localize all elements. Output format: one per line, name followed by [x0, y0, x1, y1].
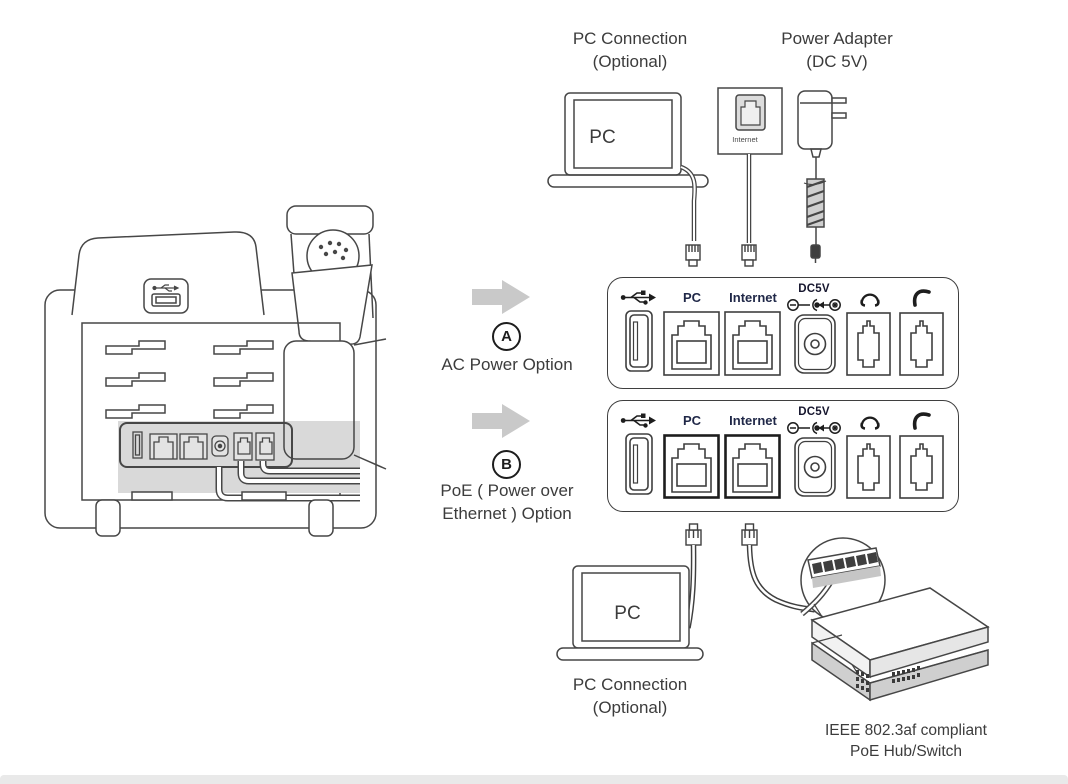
top-pc-connection-line2: (Optional) — [592, 52, 668, 71]
gray-right-arrow-b — [472, 404, 530, 438]
bottom-pc-connection-caption: PC Connection (Optional) — [540, 673, 720, 719]
rj45-plug-internet-cable — [741, 244, 757, 267]
poe-switch-caption-line1: IEEE 802.3af compliant — [825, 722, 987, 739]
dc-polarity-icon — [787, 298, 841, 312]
option-b-label-line1: PoE ( Power over — [440, 481, 574, 500]
port-label-dc5v: DC5V — [798, 406, 830, 418]
rj-port-handset — [899, 435, 944, 499]
option-a-label: AC Power Option — [441, 355, 573, 374]
port-label-pc: PC — [682, 290, 702, 305]
power-adapter-line2: (DC 5V) — [806, 52, 868, 71]
dc-polarity-icon — [787, 421, 841, 435]
rj45-port-internet-highlighted — [724, 434, 781, 499]
rj45-port-internet — [724, 311, 781, 376]
handset-icon — [912, 412, 931, 430]
usb-port — [625, 310, 653, 372]
top-pc-connection-caption: PC Connection (Optional) — [540, 27, 720, 73]
rj-port-headset — [846, 312, 891, 376]
top-laptop-screen-label: PC — [589, 127, 616, 148]
option-a-badge: A — [492, 322, 521, 351]
wall-plate-illustration — [717, 87, 783, 243]
option-a-letter: A — [501, 328, 512, 345]
power-adapter-caption: Power Adapter (DC 5V) — [752, 27, 922, 73]
option-b-label-line2: Ethernet ) Option — [442, 504, 572, 523]
option-b-badge: B — [492, 450, 521, 479]
dc-power-jack — [794, 437, 836, 497]
port-label-internet: Internet — [729, 413, 777, 428]
bottom-pc-connection-line1: PC Connection — [572, 675, 688, 694]
rj-port-handset — [899, 312, 944, 376]
phone-rear-illustration — [44, 205, 387, 537]
usb-icon — [620, 413, 656, 428]
bottom-laptop-screen-label: PC — [614, 603, 641, 624]
page-edge-bar — [0, 775, 1068, 784]
wall-jack-label: Internet — [732, 135, 758, 144]
rj45-port-pc — [663, 311, 720, 376]
handset-icon — [912, 289, 931, 307]
rear-panel-ac-option: PC Internet DC5V — [607, 277, 959, 389]
poe-switch-caption-line2: PoE Hub/Switch — [850, 743, 962, 760]
bottom-laptop-illustration — [556, 565, 704, 661]
dc-power-jack — [794, 314, 836, 374]
option-b-letter: B — [501, 456, 512, 473]
bottom-pc-connection-line2: (Optional) — [592, 698, 668, 717]
rj45-port-pc-highlighted — [663, 434, 720, 499]
top-pc-connection-line1: PC Connection — [572, 29, 688, 48]
rear-panel-poe-option: PC Internet DC5V — [607, 400, 959, 512]
headset-icon — [860, 416, 880, 430]
headset-icon — [860, 293, 880, 307]
option-b-label: PoE ( Power over Ethernet ) Option — [412, 479, 602, 525]
power-adapter-illustration — [797, 90, 847, 263]
rj45-plug-pc-cable — [685, 244, 701, 267]
poe-switch-illustration — [800, 537, 990, 702]
gray-right-arrow-a — [472, 280, 530, 314]
usb-icon — [620, 290, 656, 305]
rj-port-headset — [846, 435, 891, 499]
power-adapter-line1: Power Adapter — [781, 29, 893, 48]
top-laptop-illustration — [547, 92, 709, 241]
port-label-dc5v: DC5V — [798, 283, 830, 295]
port-label-internet: Internet — [729, 290, 777, 305]
usb-port — [625, 433, 653, 495]
port-label-pc: PC — [682, 413, 702, 428]
poe-switch-caption: IEEE 802.3af compliant PoE Hub/Switch — [800, 720, 1012, 762]
